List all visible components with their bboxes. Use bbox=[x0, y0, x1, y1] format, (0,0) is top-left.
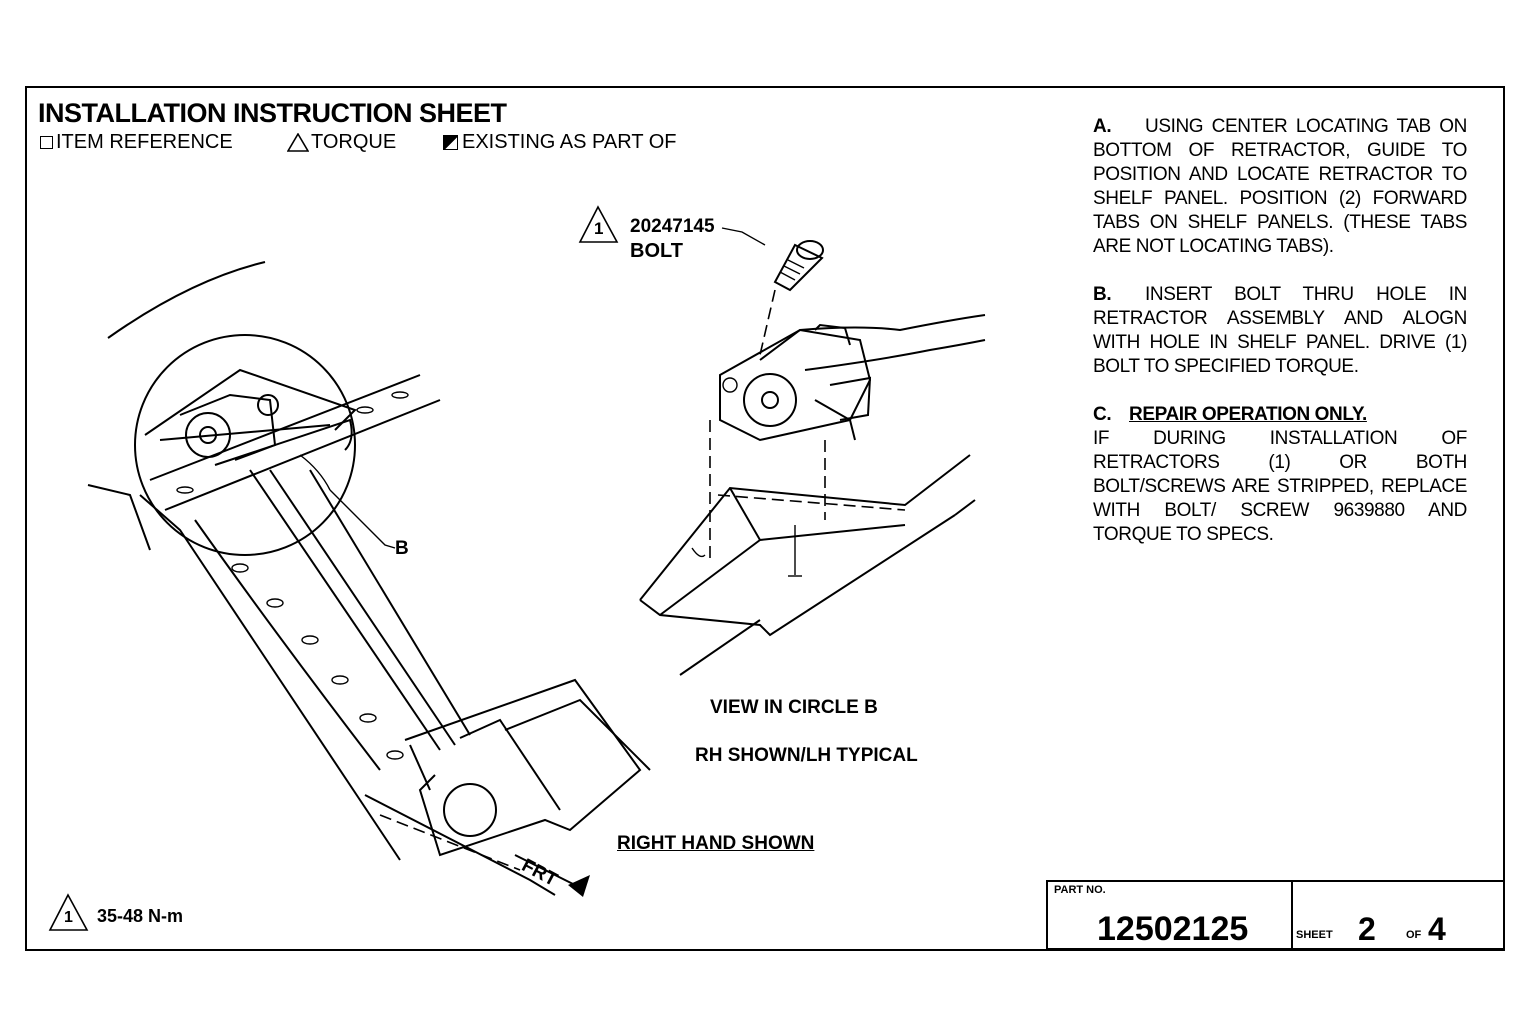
sheet-label: SHEET bbox=[1296, 929, 1333, 941]
right-hand-label: RIGHT HAND SHOWN bbox=[617, 833, 815, 854]
note-b: B.INSERT BOLT THRU HOLE IN RETRACTOR ASS… bbox=[1093, 284, 1467, 377]
bolt-icon bbox=[773, 240, 824, 292]
part-no-value: 12502125 bbox=[1097, 910, 1249, 948]
sheet-number: 2 bbox=[1358, 911, 1376, 947]
filled-square-icon bbox=[443, 135, 458, 150]
sheet-total: 4 bbox=[1428, 911, 1446, 947]
of-label: OF bbox=[1406, 929, 1422, 941]
note-a: A.USING CENTER LOCATING TAB ON BOTTOM OF… bbox=[1093, 116, 1467, 257]
callout-part-name: BOLT bbox=[630, 240, 683, 262]
frt-arrow-icon bbox=[568, 875, 590, 897]
legend-torque: TORQUE bbox=[287, 131, 396, 154]
triangle-icon bbox=[287, 133, 309, 152]
rh-label: RH SHOWN/LH TYPICAL bbox=[695, 745, 918, 766]
detail-circle-b bbox=[134, 334, 356, 556]
legend-existing: EXISTING AS PART OF bbox=[443, 131, 677, 154]
grommet bbox=[443, 783, 497, 837]
sheet-block bbox=[1291, 880, 1505, 950]
callout-number: 1 bbox=[594, 219, 604, 238]
view-label: VIEW IN CIRCLE B bbox=[710, 697, 878, 718]
circle-label: B bbox=[395, 538, 409, 559]
note-c: C.REPAIR OPERATION ONLY. IF DURING INSTA… bbox=[1093, 404, 1467, 545]
page-title: INSTALLATION INSTRUCTION SHEET bbox=[38, 98, 507, 128]
body-curve bbox=[107, 261, 266, 339]
torque-callout-triangle-icon bbox=[578, 205, 619, 243]
torque-spec-triangle-icon bbox=[48, 893, 89, 931]
legend-item-reference: ITEM REFERENCE bbox=[40, 131, 233, 154]
torque-spec-value: 35-48 N-m bbox=[97, 906, 184, 926]
part-no-label: PART NO. bbox=[1054, 884, 1106, 896]
torque-spec-number: 1 bbox=[64, 909, 73, 926]
retractor-spool bbox=[743, 373, 797, 427]
square-icon bbox=[40, 136, 53, 149]
callout-part-number: 20247145 bbox=[630, 216, 715, 237]
sheet-border bbox=[25, 86, 1505, 951]
